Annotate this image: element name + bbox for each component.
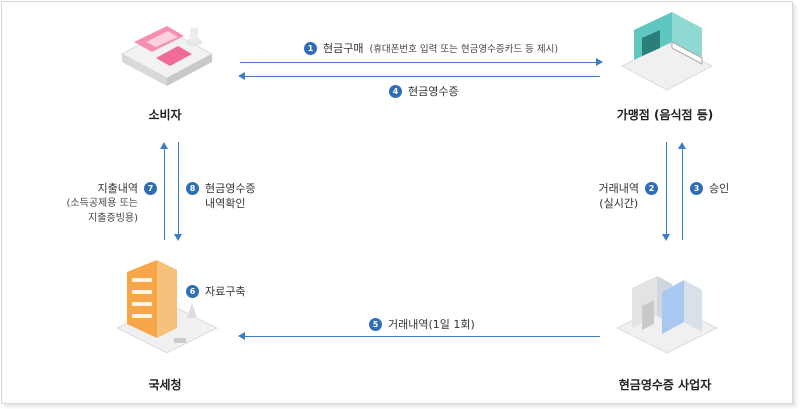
arrow-2-line — [666, 142, 667, 234]
step-7-label: 지출내역 7 (소득공제용 또는 지출증빙용) — [67, 180, 157, 226]
arrow-3-line — [682, 148, 683, 240]
store-icon — [620, 12, 714, 91]
step-5-label: 5 거래내역(1일 1회) — [369, 316, 475, 332]
step-text: 현금영수증 — [205, 182, 256, 195]
step-note: 내역확인 — [205, 197, 246, 210]
step-badge: 1 — [304, 41, 317, 55]
step-badge: 8 — [186, 181, 199, 195]
step-text: 거래내역(1일 1회) — [388, 318, 475, 331]
arrow-7-line — [164, 148, 165, 240]
step-badge: 7 — [144, 181, 157, 195]
step-badge: 3 — [690, 181, 703, 195]
step-6-label: 6 자료구축 — [186, 283, 245, 299]
step-8-label: 8 현금영수증 내역확인 — [186, 180, 256, 212]
step-2-label: 거래내역 2 (실시간) — [599, 180, 658, 212]
arrow-5-line — [244, 336, 600, 337]
arrow-left-icon — [238, 332, 245, 340]
provider-server-icon — [615, 276, 719, 354]
arrow-up-icon — [160, 142, 168, 149]
step-badge: 2 — [645, 181, 658, 195]
step-text: 현금구매 — [323, 42, 364, 55]
node-store: 가맹점 (음식점 등) — [616, 108, 714, 122]
node-nts: 국세청 — [148, 378, 182, 392]
step-badge: 4 — [389, 84, 402, 98]
arrow-down-icon — [662, 234, 670, 241]
nts-building-icon — [115, 260, 219, 354]
arrow-down-icon — [174, 234, 182, 241]
node-provider: 현금영수증 사업자 — [618, 378, 712, 392]
step-badge: 5 — [369, 317, 382, 331]
arrow-left-icon — [238, 72, 245, 80]
step-note: (소득공제용 또는 — [66, 198, 138, 209]
step-note: (실시간) — [599, 197, 639, 210]
step-text: 거래내역 — [598, 182, 639, 195]
step-note: (휴대폰번호 입력 또는 현금영수증카드 등 제시) — [369, 44, 559, 55]
arrow-8-line — [178, 142, 179, 234]
step-3-label: 3 승인 — [690, 180, 729, 196]
step-text: 승인 — [709, 182, 730, 195]
arrow-right-icon — [596, 58, 603, 66]
step-1-label: 1 현금구매 (휴대폰번호 입력 또는 현금영수증카드 등 제시) — [304, 40, 558, 56]
step-text: 현금영수증 — [408, 85, 459, 98]
step-text: 지출내역 — [97, 182, 138, 195]
arrow-up-icon — [678, 142, 686, 149]
consumer-pos-icon — [120, 26, 214, 86]
diagram-frame — [1, 1, 793, 404]
step-4-label: 4 현금영수증 — [389, 83, 459, 99]
step-note: 지출증빙용) — [88, 213, 138, 224]
arrow-1-line — [240, 62, 598, 63]
node-consumer: 소비자 — [148, 108, 182, 122]
step-text: 자료구축 — [205, 285, 246, 298]
step-badge: 6 — [186, 284, 199, 298]
arrow-4-line — [244, 76, 600, 77]
